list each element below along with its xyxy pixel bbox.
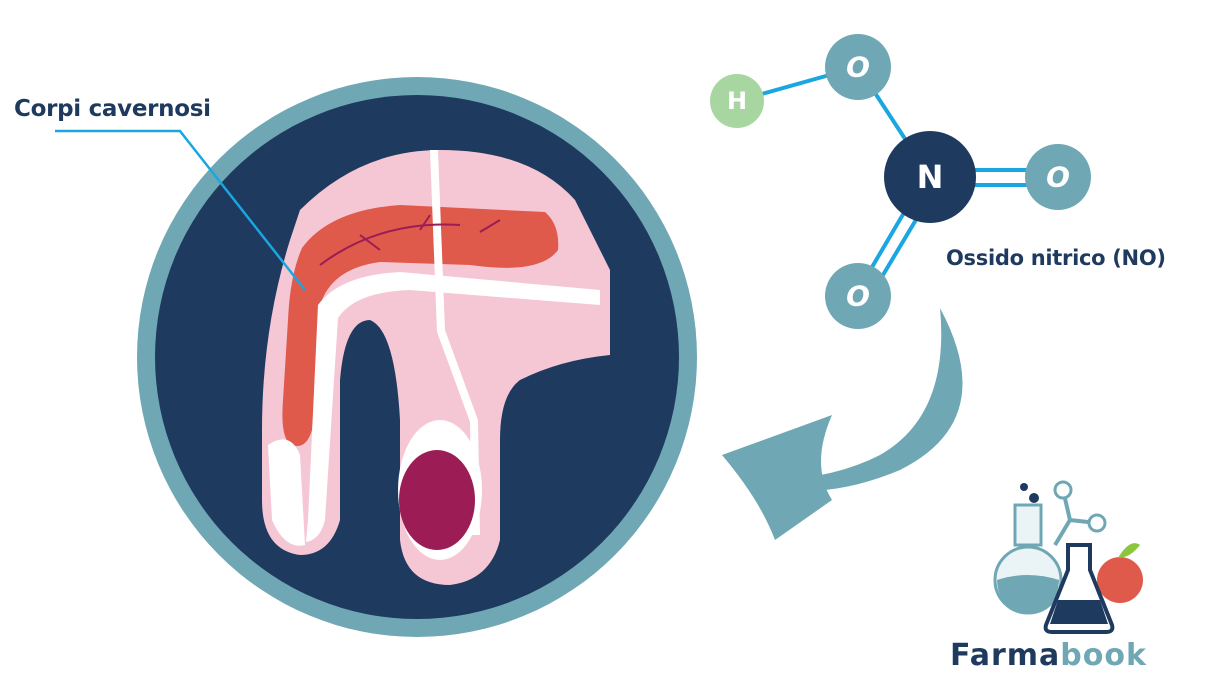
atom-h: H xyxy=(710,74,764,128)
farmabook-logo xyxy=(993,480,1143,634)
atom-o-bottom: O xyxy=(825,263,891,329)
atom-n: N xyxy=(884,131,976,223)
atom-o-top: O xyxy=(825,34,891,100)
urethra-channel xyxy=(306,272,600,542)
corpi-cavernosi-shape xyxy=(282,205,559,446)
brand-part-2: book xyxy=(1060,638,1147,673)
label-leader-line xyxy=(55,129,306,291)
anatomy-illustration xyxy=(262,150,610,585)
label-corpi-cavernosi: Corpi cavernosi xyxy=(14,96,211,122)
atom-n-symbol: N xyxy=(917,158,944,196)
glans-tip xyxy=(268,439,305,546)
atom-o-top-symbol: O xyxy=(846,51,870,84)
farmabook-wordmark: Farmabook xyxy=(950,638,1147,673)
label-ossido-nitrico: Ossido nitrico (NO) xyxy=(946,246,1166,270)
curved-arrow xyxy=(722,308,963,540)
atom-o-right: O xyxy=(1025,144,1091,210)
atom-o-right-symbol: O xyxy=(1046,161,1070,194)
atom-o-bottom-symbol: O xyxy=(846,280,870,313)
brand-part-1: Farma xyxy=(950,638,1061,673)
testis xyxy=(399,450,475,550)
veins xyxy=(319,214,501,266)
atom-h-symbol: H xyxy=(727,87,747,115)
